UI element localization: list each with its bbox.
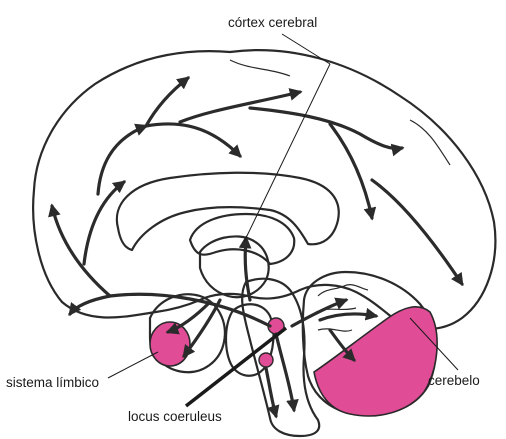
label-sistema-limbico: sistema límbico xyxy=(6,375,99,390)
fiber-arrow xyxy=(52,206,110,296)
lateral-ventricle xyxy=(190,214,294,264)
locus-coeruleus-dot xyxy=(259,353,273,367)
gyrus-line xyxy=(410,120,450,165)
fiber-arrow xyxy=(276,334,294,410)
limbic-leader-line xyxy=(108,352,158,378)
gyrus-line xyxy=(230,60,290,76)
fiber-arrow xyxy=(372,180,462,284)
fiber-arrow xyxy=(180,92,300,122)
fiber-arrow xyxy=(146,124,240,156)
fiber-arrow xyxy=(245,238,250,300)
label-cortex-cerebral: córtex cerebral xyxy=(228,15,317,30)
corpus-callosum xyxy=(117,173,339,250)
cortex-pointer-line xyxy=(244,64,330,242)
cerebellum-highlight xyxy=(314,307,437,416)
label-cerebelo: cerebelo xyxy=(428,373,480,388)
fiber-arrow xyxy=(320,314,376,320)
diencephalon xyxy=(200,236,269,297)
label-locus-coeruleus: locus coeruleus xyxy=(128,409,222,424)
fiber-arrow xyxy=(146,78,188,126)
limbic-system-highlight xyxy=(150,322,190,366)
fiber-arrow xyxy=(250,108,402,148)
cortex-leader-line xyxy=(282,34,330,64)
